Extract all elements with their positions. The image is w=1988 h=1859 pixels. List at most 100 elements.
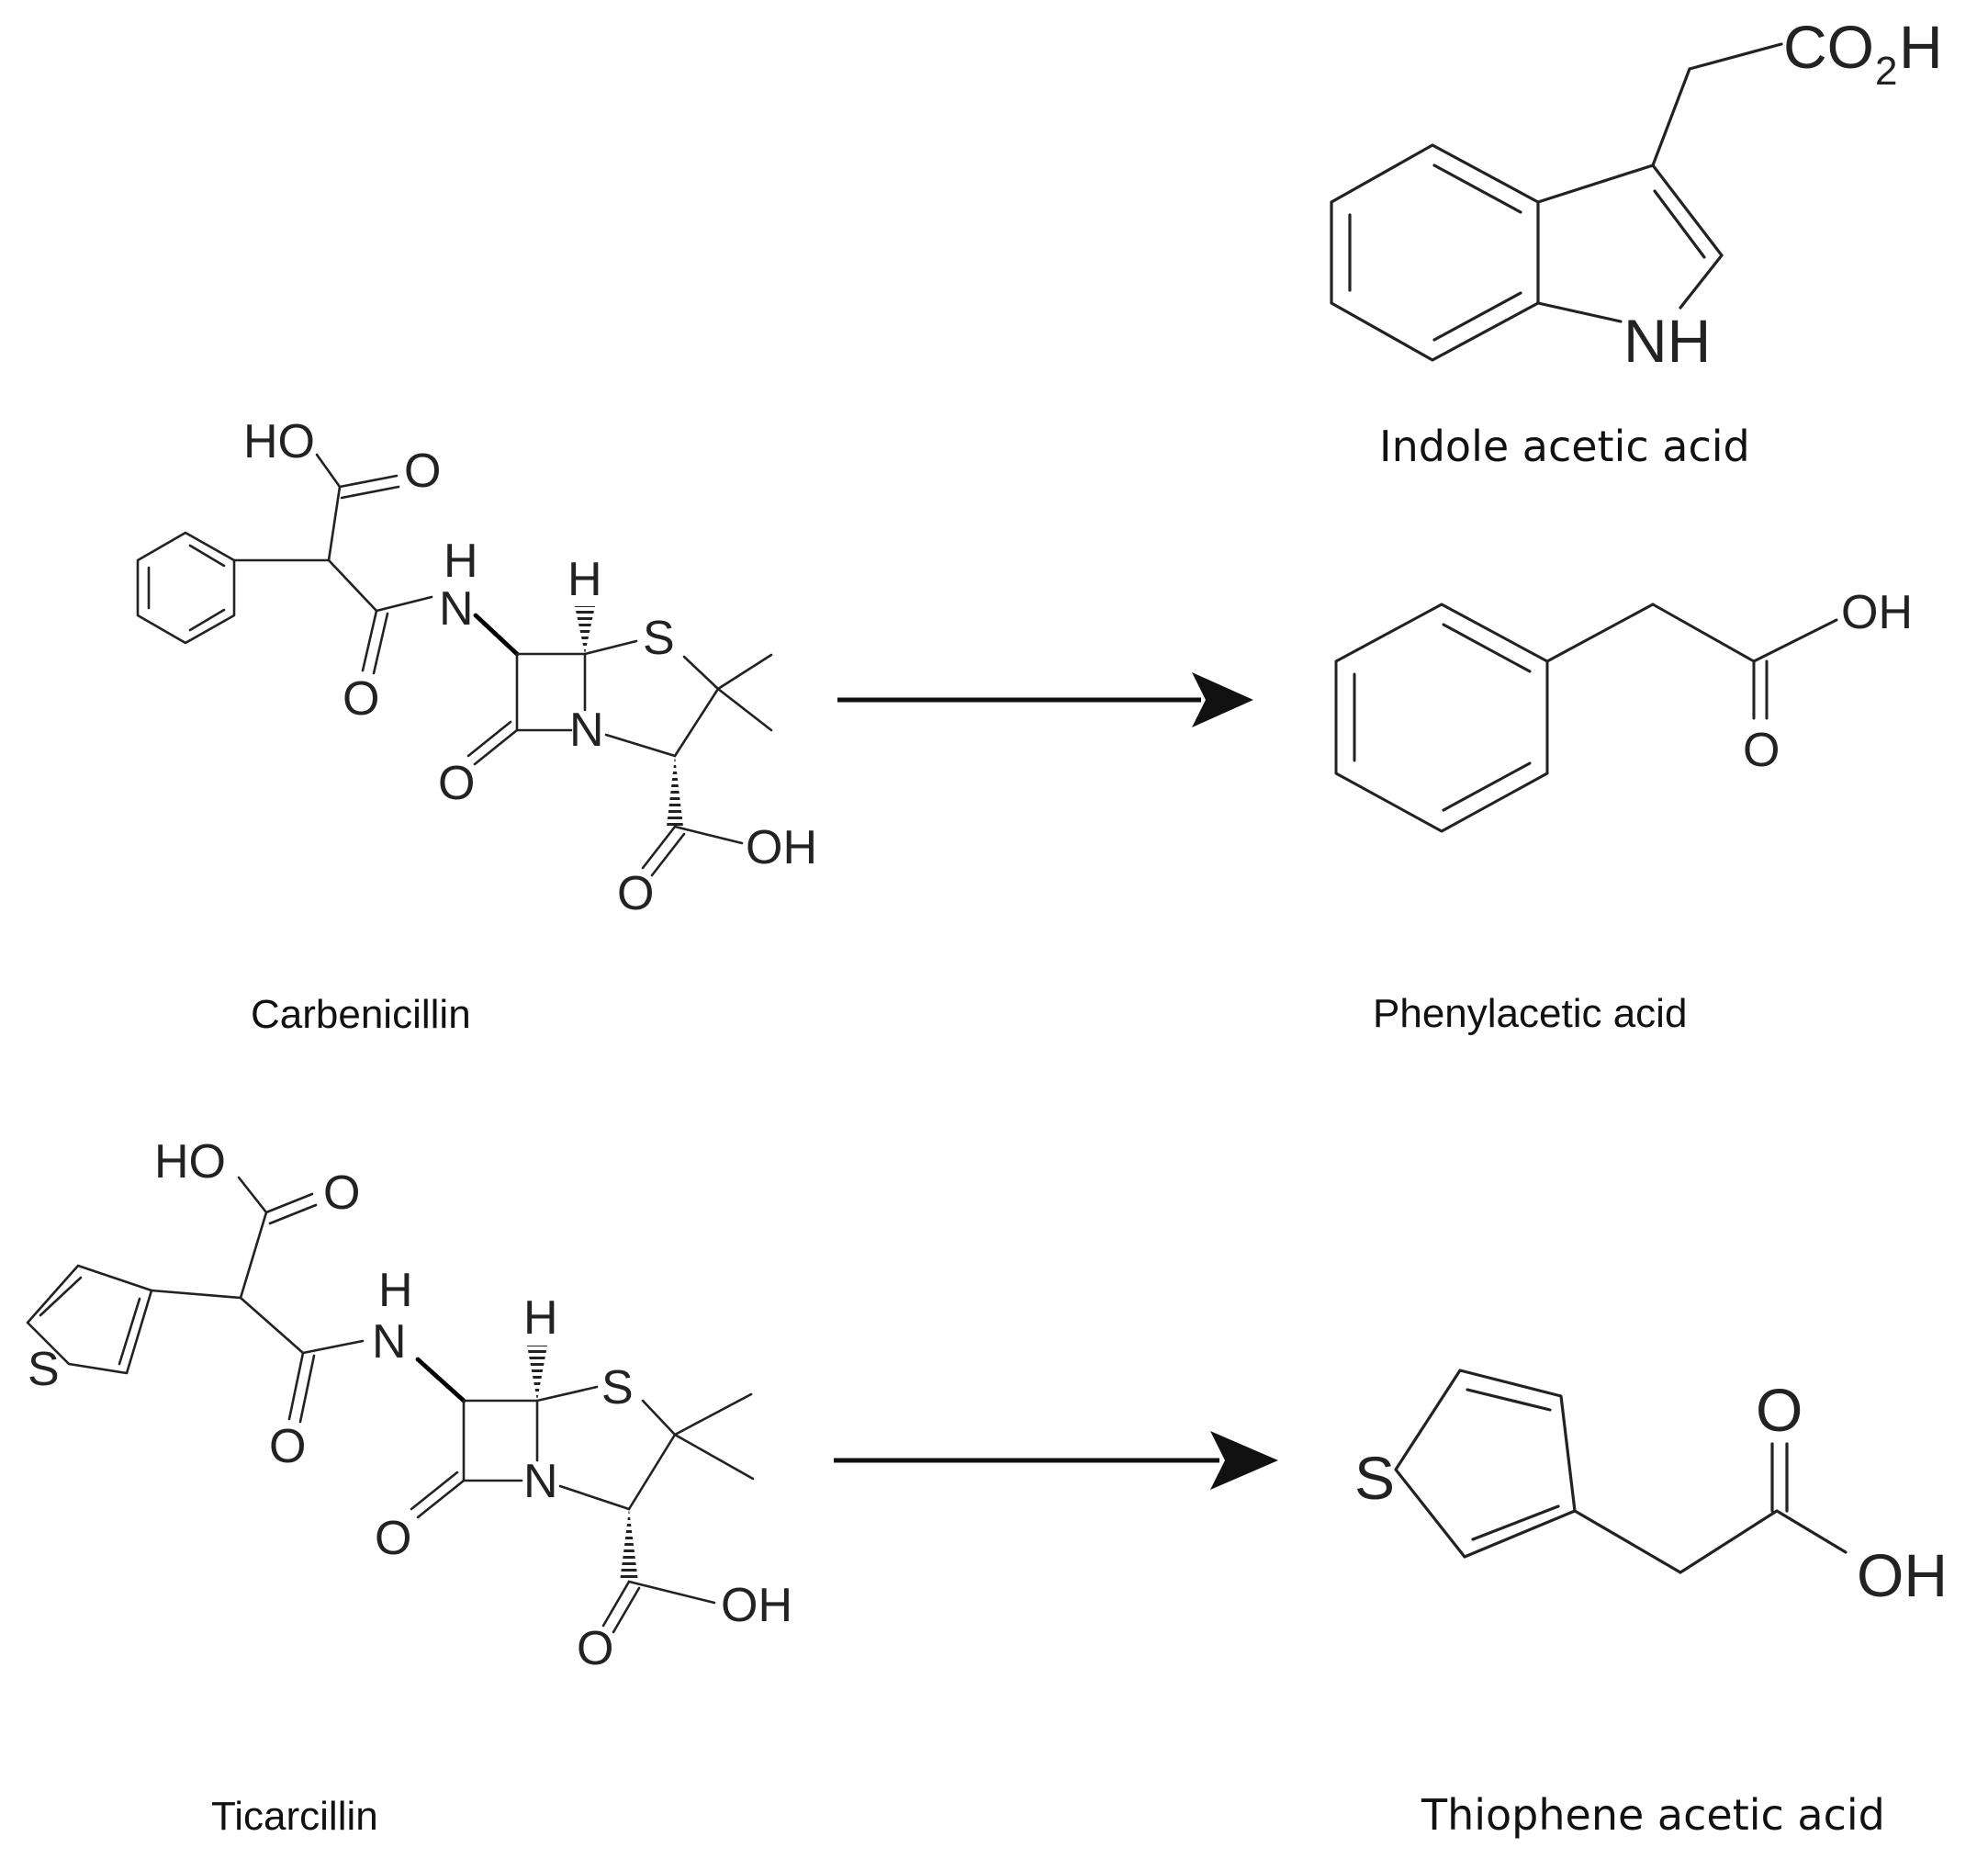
carb-phenyl-double-bond [188, 544, 226, 568]
iaa-bond [1536, 301, 1623, 323]
carb-atom-oh: OH [746, 821, 817, 874]
carb-atom-n: N [439, 582, 474, 636]
carb-atom-n: N [569, 704, 604, 757]
paa-atom-oh: OH [1841, 586, 1913, 639]
tic-thiophene-ring [26, 1264, 153, 1375]
tic-bond [627, 1580, 716, 1605]
iaa-bond [1651, 163, 1724, 257]
tic-atom-o: O [323, 1166, 360, 1220]
carb-hash-bond [575, 606, 595, 654]
tic-atom-o: O [375, 1512, 411, 1565]
reaction-arrow [834, 1431, 1278, 1490]
tic-atom-ho: HO [154, 1135, 226, 1189]
carb-atom-ho: HO [243, 415, 315, 468]
carb-bond [641, 825, 677, 870]
tic-hash-bond [620, 1509, 638, 1582]
carb-bond [466, 720, 512, 758]
carb-bond [375, 595, 433, 613]
ticarcillin-label: Ticarcillin [211, 1794, 378, 1839]
tic-bond [601, 1580, 631, 1628]
thiophene-acetic-acid-label: Thiophene acetic acid [1421, 1790, 1885, 1840]
taa-thiophene-double-bond [1471, 1504, 1560, 1541]
carb-atom-h: H [567, 553, 602, 606]
taa-thiophene-ring [1394, 1369, 1577, 1559]
paa-atom-o: O [1743, 724, 1780, 777]
tic-wedge-bond [415, 1357, 466, 1403]
carb-atom-o: O [343, 672, 379, 726]
paa-benzene-double-bond [1442, 623, 1532, 673]
iaa-atom-nh: NH [1623, 307, 1711, 375]
indole-acetic-acid-label: Indole acetic acid [1379, 422, 1750, 471]
paa-benzene-double-bond [1442, 761, 1532, 812]
carb-atom-o: O [438, 757, 475, 810]
carb-bond [315, 453, 342, 489]
tic-bond [301, 1339, 365, 1355]
taa-atom-oh: OH [1857, 1541, 1948, 1609]
tic-atom-oh: OH [721, 1579, 792, 1632]
carb-hash-bond [667, 756, 683, 827]
taa-bond [1679, 1509, 1779, 1574]
carb-bond [716, 687, 773, 732]
paa-bond [1545, 603, 1655, 663]
taa-atom-s: S [1354, 1444, 1395, 1512]
carbenicillin-structure: HO O H N O H S N O O OH [136, 415, 817, 920]
carb-bond [372, 612, 389, 675]
tic-bond [298, 1354, 316, 1424]
tic-bond [268, 1203, 318, 1225]
tic-bond [410, 1470, 459, 1511]
iaa-benzene-ring [1330, 143, 1540, 362]
tic-thiophene-double-bond [39, 1276, 83, 1317]
carb-bond [473, 728, 519, 766]
ticarcillin-structure: HO O S H N O H S N O O OH [26, 1135, 792, 1675]
taa-bond [1775, 1509, 1848, 1554]
tic-bond [239, 1296, 305, 1355]
tic-bond [535, 1385, 599, 1403]
iaa-bond [1651, 67, 1691, 167]
indole-acetic-acid-structure: CO 2 H NH [1330, 13, 1943, 375]
tic-bond [641, 1399, 677, 1436]
paa-bond [1752, 618, 1838, 663]
carb-bond [673, 825, 744, 845]
arrow-head-icon [1192, 672, 1253, 727]
carb-bond [361, 609, 378, 672]
carb-bond [650, 832, 686, 877]
carb-bond [338, 474, 399, 489]
tic-thiophene-double-bond [118, 1297, 141, 1366]
taa-bond [1573, 1509, 1682, 1574]
carb-bond [604, 733, 677, 758]
tic-bond [627, 1433, 677, 1511]
carb-bond [682, 655, 720, 691]
iaa-benzene-double-bond [1432, 163, 1522, 214]
carb-atom-o: O [617, 867, 654, 920]
carb-bond [327, 485, 342, 562]
thiophene-acetic-acid-structure: S O OH [1354, 1369, 1948, 1609]
tic-atom-o: O [269, 1420, 306, 1473]
taa-thiophene-double-bond [1466, 1388, 1552, 1412]
carb-bond [583, 639, 638, 656]
carb-wedge-bond [473, 613, 520, 657]
tic-bond [237, 1176, 268, 1214]
tic-bond [558, 1484, 631, 1511]
paa-bond [1651, 603, 1756, 663]
paa-benzene-ring [1334, 603, 1549, 833]
tic-atom-h: H [378, 1264, 413, 1317]
iaa-atom-subscript: 2 [1875, 49, 1897, 94]
carb-bond [673, 687, 720, 758]
iaa-bond [1653, 189, 1706, 259]
carb-bond [327, 558, 378, 613]
tic-bond [287, 1351, 305, 1421]
tic-bond [673, 1433, 755, 1481]
reaction-arrow [837, 672, 1253, 727]
tic-atom-n: N [523, 1455, 558, 1508]
carb-atom-h: H [444, 535, 478, 588]
tic-atom-o: O [577, 1622, 613, 1675]
carbenicillin-label: Carbenicillin [251, 992, 471, 1037]
carb-atom-o: O [404, 445, 441, 498]
tic-bond [612, 1586, 641, 1634]
tic-hash-bond [527, 1346, 547, 1401]
tic-atom-h: H [523, 1291, 558, 1345]
tic-atom-s: S [28, 1343, 60, 1396]
carb-atom-s: S [643, 612, 675, 665]
carb-bond [716, 653, 773, 691]
